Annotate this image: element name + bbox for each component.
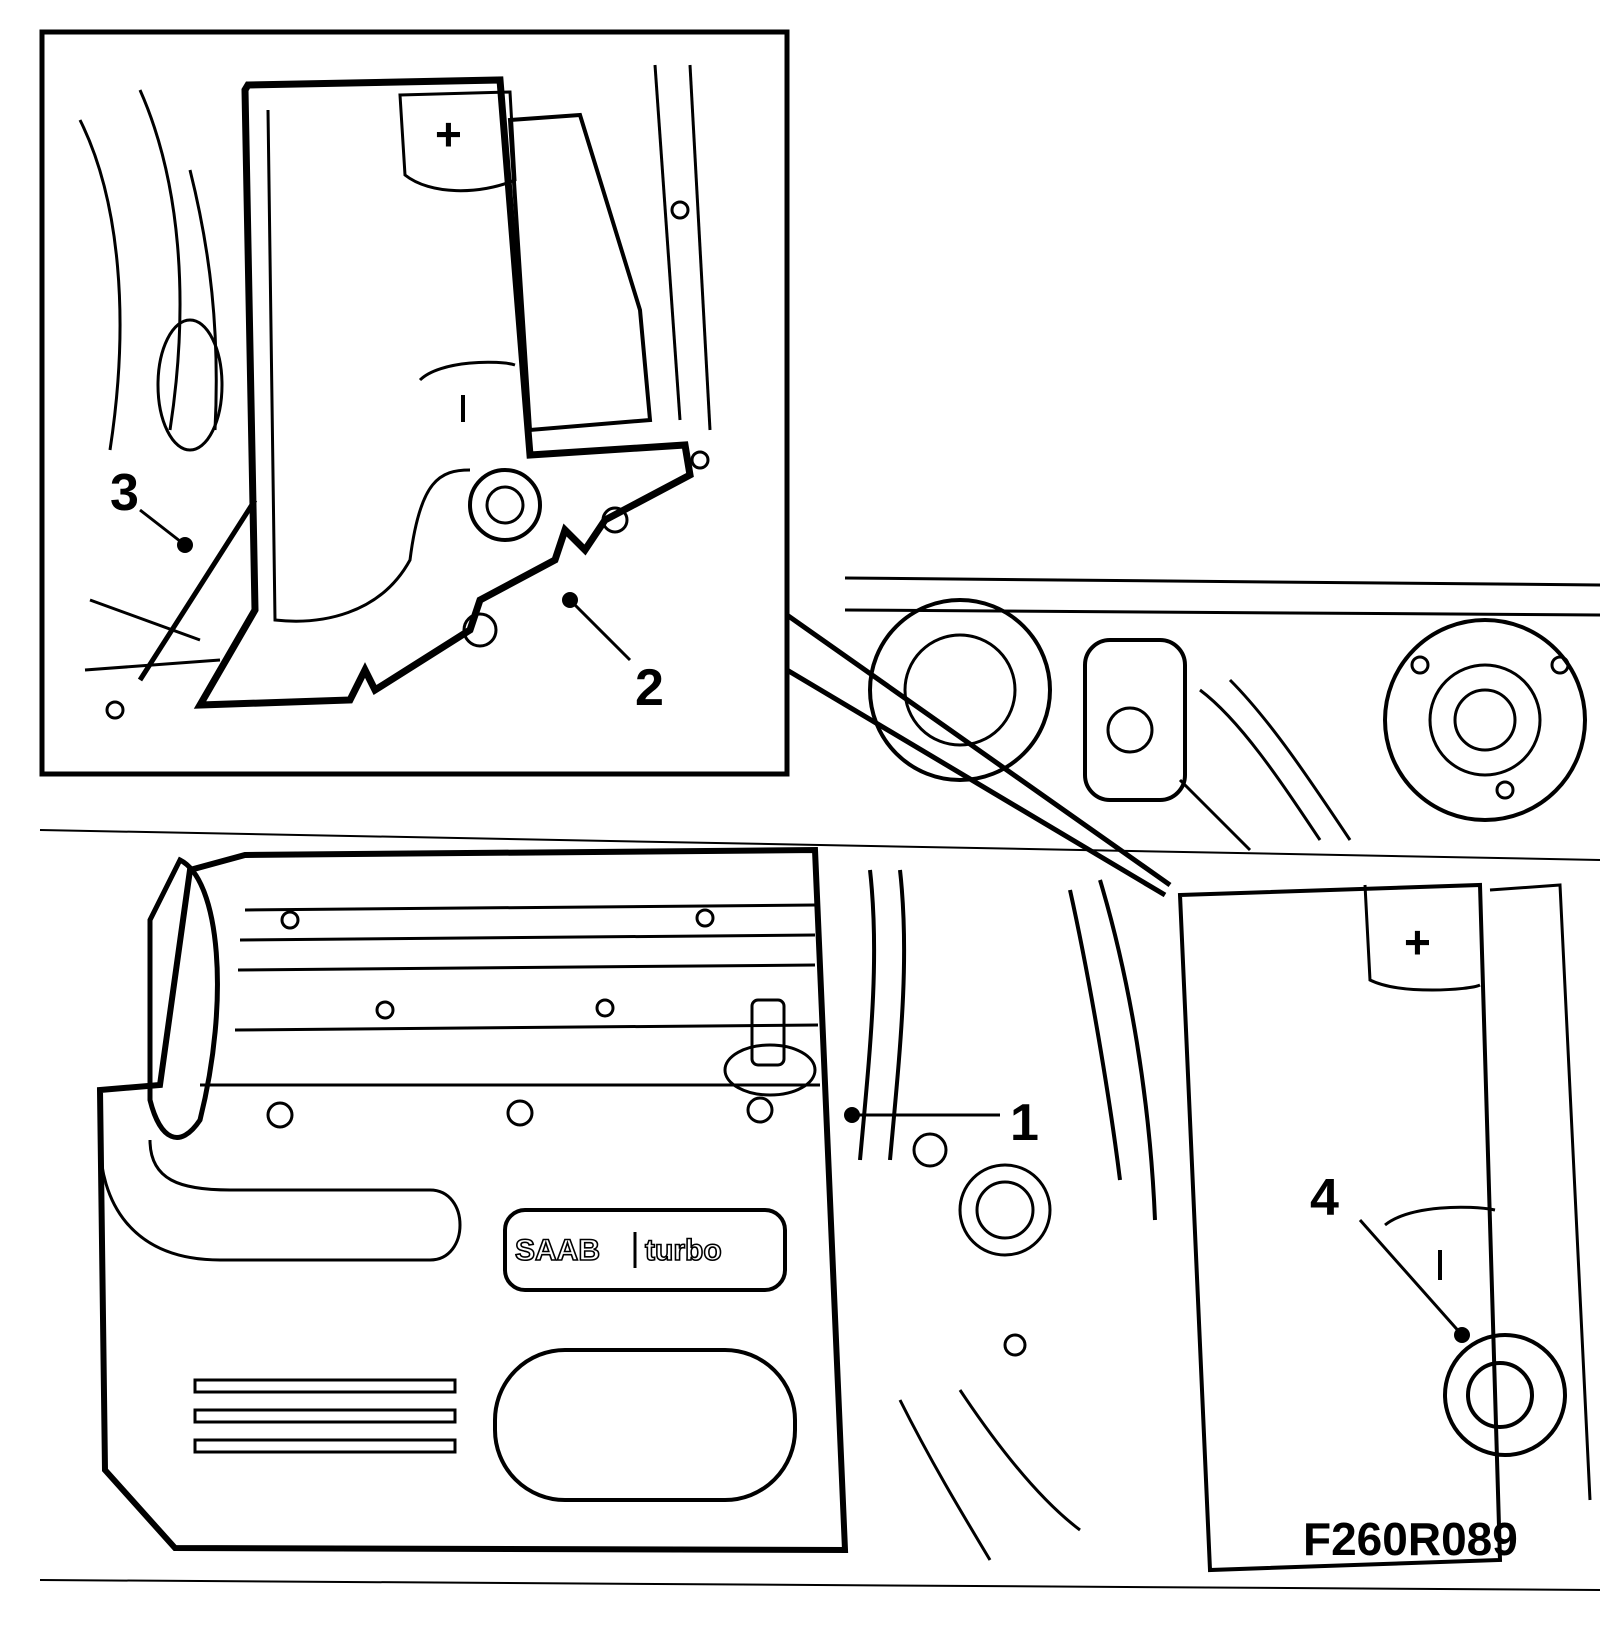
fluid-reservoir — [958, 638, 1187, 1257]
logo-brand: SAAB — [515, 1234, 600, 1267]
callout-4-label: 4 — [1310, 1169, 1339, 1227]
oil-filler-cap — [723, 998, 817, 1097]
figure-id: F260R089 — [1303, 1513, 1518, 1565]
battery-detail-plus: + — [435, 108, 462, 160]
battery-screw — [1443, 1333, 1567, 1457]
battery-main: + — [1177, 882, 1592, 1573]
callout-leaders — [139, 508, 1470, 1343]
callout-1-label: 1 — [1010, 1094, 1039, 1152]
battery-detail: + — [398, 90, 653, 542]
detail-inset: + — [39, 29, 1172, 898]
brake-booster — [868, 598, 1052, 782]
engine-cover: SAAB turbo — [96, 846, 849, 1554]
battery-cover — [137, 76, 694, 709]
battery-main-plus: + — [1404, 916, 1431, 968]
wiring-and-hoses — [858, 678, 1352, 1561]
callout-2-label: 2 — [635, 659, 664, 717]
callout-3-label: 3 — [110, 464, 139, 522]
inset-clutter — [78, 64, 712, 720]
logo-model: turbo — [645, 1234, 722, 1267]
engine-bay-scene: SAAB turbo + — [39, 576, 1600, 1591]
strut-tower — [1383, 618, 1587, 822]
